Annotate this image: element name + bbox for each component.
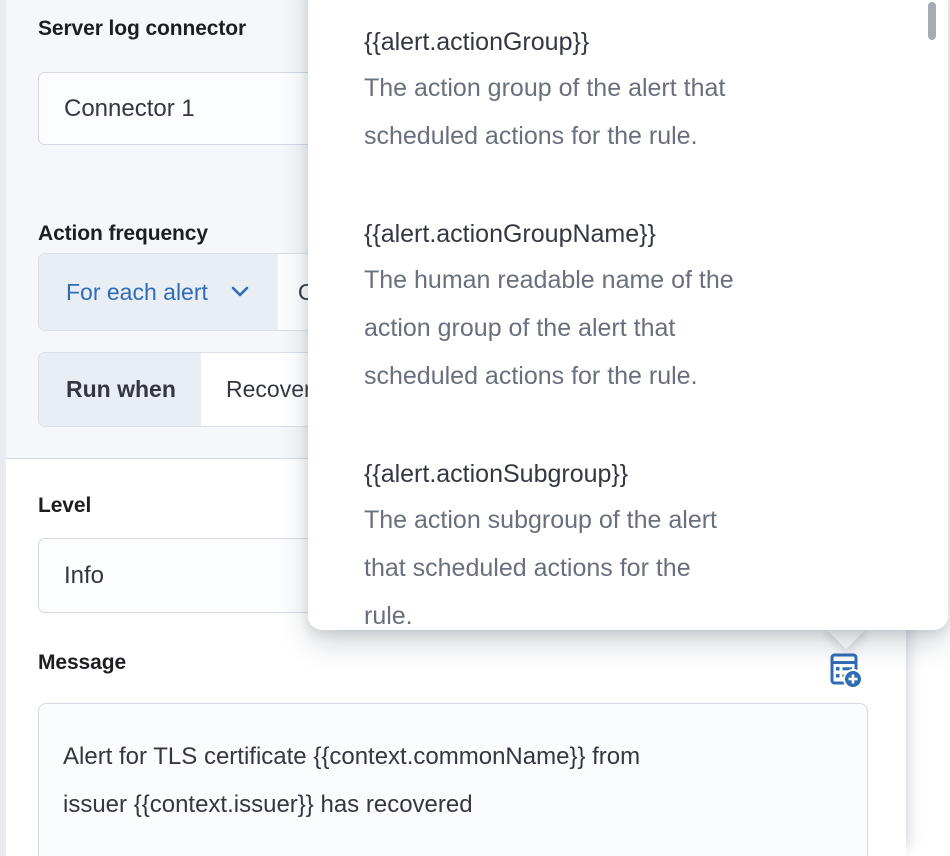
- variable-name: {{alert.actionSubgroup}}: [364, 460, 629, 488]
- add-variable-icon: [829, 653, 863, 692]
- variable-description: The action subgroup of the alert that sc…: [364, 506, 718, 630]
- frequency-dropdown-button[interactable]: For each alert: [39, 254, 278, 330]
- variable-option[interactable]: {{alert.actionSubgroup}} The action subg…: [364, 458, 904, 630]
- variable-list[interactable]: {{alert.actionGroup}} The action group o…: [308, 0, 948, 630]
- action-frequency-label: Action frequency: [38, 222, 208, 245]
- variable-option[interactable]: {{alert.actionGroup}} The action group o…: [364, 26, 904, 160]
- level-select-value: Info: [64, 561, 105, 589]
- panel-title: Server log connector: [38, 17, 247, 40]
- add-variable-button[interactable]: [826, 652, 866, 692]
- variable-name: {{alert.actionGroup}}: [364, 28, 590, 56]
- variable-description: The action group of the alert that sched…: [364, 74, 726, 150]
- popover-scrollbar-thumb[interactable]: [928, 2, 936, 40]
- variable-option[interactable]: {{alert.actionGroupName}} The human read…: [364, 218, 904, 400]
- message-textarea[interactable]: Alert for TLS certificate {{context.comm…: [38, 703, 868, 856]
- variable-name: {{alert.actionGroupName}}: [364, 220, 656, 248]
- message-label: Message: [38, 651, 127, 674]
- variable-description: The human readable name of the action gr…: [364, 266, 734, 390]
- run-when-prepend: Run when: [39, 353, 201, 426]
- run-when-label: Run when: [66, 376, 176, 402]
- popover-panel: {{alert.actionGroup}} The action group o…: [308, 0, 948, 630]
- level-label: Level: [38, 494, 92, 517]
- chevron-down-icon: [230, 285, 250, 299]
- frequency-dropdown-label: For each alert: [66, 278, 208, 305]
- page-left-gutter: [0, 0, 6, 856]
- connector-select-value: Connector 1: [64, 94, 195, 122]
- alert-variables-popover: {{alert.actionGroup}} The action group o…: [308, 0, 948, 650]
